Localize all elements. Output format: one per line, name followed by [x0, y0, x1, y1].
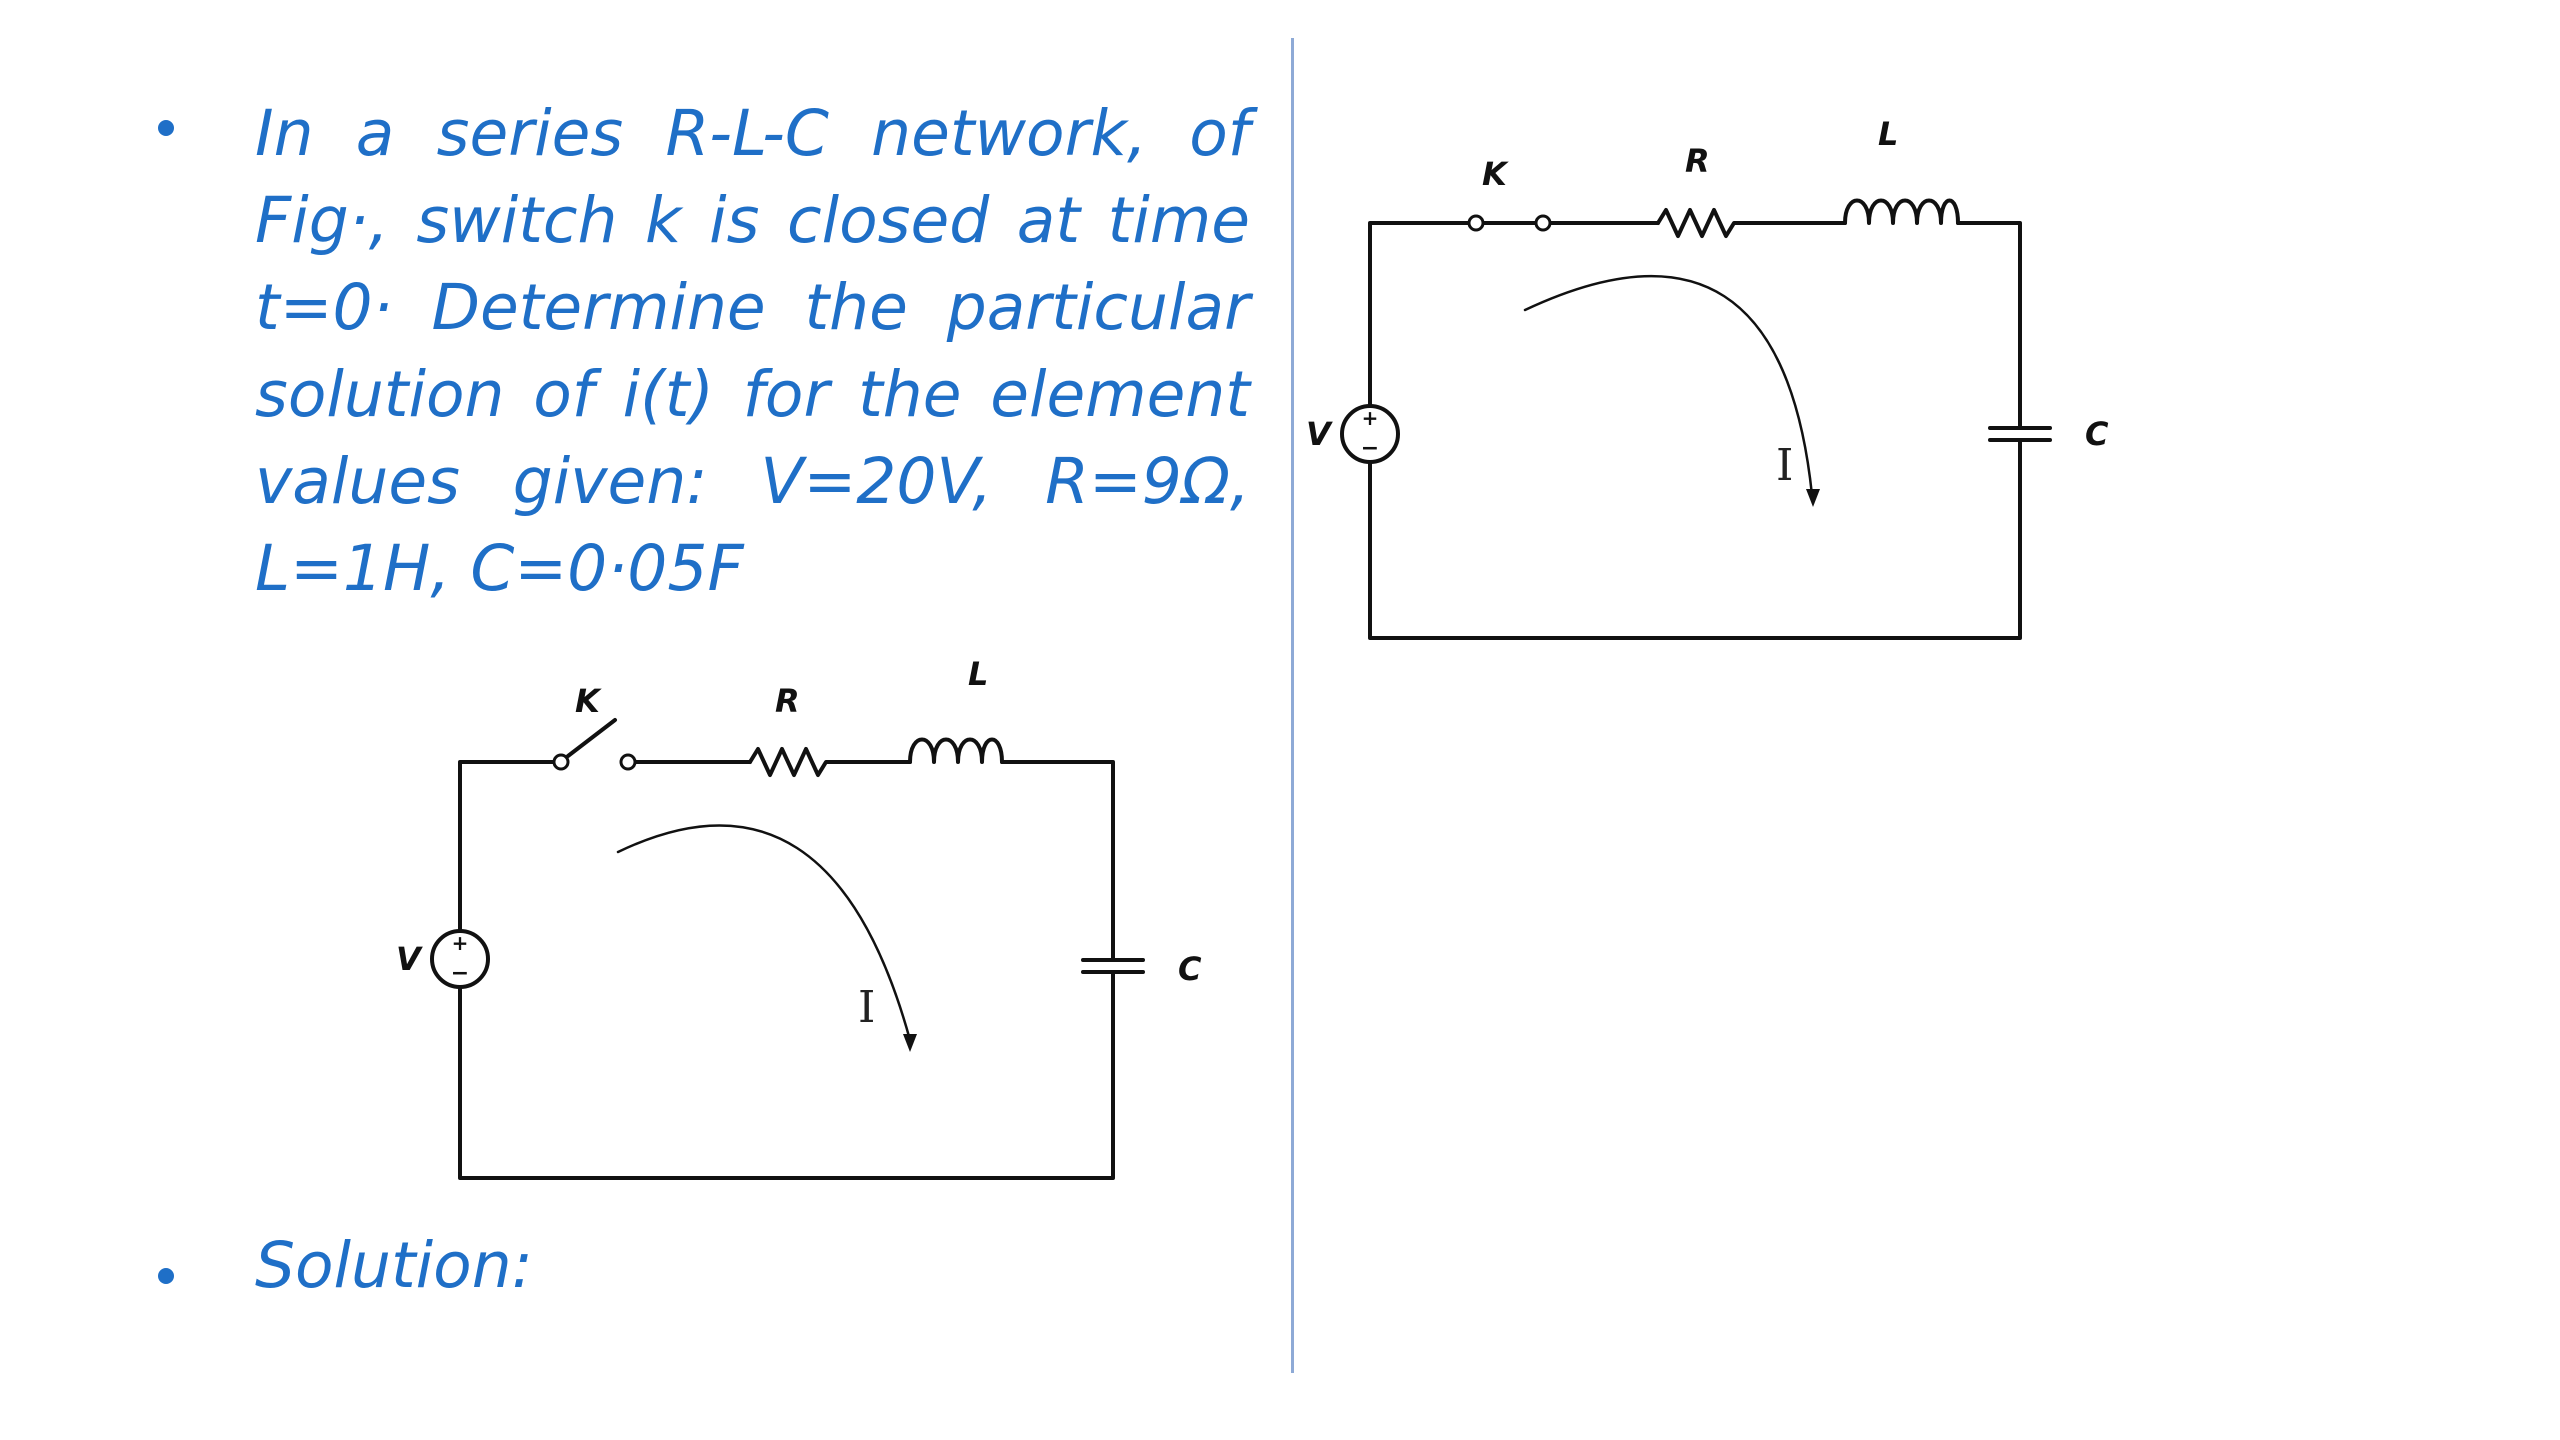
voltage-source	[1340, 404, 1400, 464]
label-source: V	[396, 940, 423, 978]
resistor-zigzag	[1656, 208, 1847, 238]
switch-contact-right	[1534, 214, 1552, 232]
source-plus: +	[1362, 406, 1379, 430]
label-resistor: R	[775, 682, 800, 720]
label-switch: K	[1482, 155, 1509, 193]
label-inductor: L	[1878, 115, 1898, 153]
wire-left-top	[1368, 221, 1478, 407]
label-resistor: R	[1685, 142, 1710, 180]
current-arrowhead	[1806, 489, 1820, 507]
bullet-problem	[158, 120, 174, 136]
inductor-coil	[1843, 198, 1960, 225]
source-minus: −	[451, 961, 469, 986]
label-source: V	[1306, 415, 1333, 453]
source-plus: +	[452, 931, 469, 955]
label-capacitor: C	[2085, 415, 2109, 453]
current-arrow	[1523, 275, 1814, 497]
switch-contact-right	[619, 753, 637, 771]
bullet-solution	[158, 1268, 174, 1284]
switch-blade	[566, 718, 617, 758]
circuit-diagram-open-switch: + − K R L V C I	[396, 655, 1202, 1180]
wire-left-top	[458, 760, 563, 932]
current-arrow	[616, 824, 912, 1042]
wire-right-lower	[458, 970, 1115, 1180]
wire-right-lower	[1368, 438, 2022, 640]
inductor-coil	[908, 737, 1004, 764]
circuit-diagram-closed-switch: + − K R L V C I	[1306, 115, 2109, 640]
switch-contact-left	[552, 753, 570, 771]
source-minus: −	[1361, 436, 1379, 461]
wire-right	[1000, 760, 1115, 962]
label-current: I	[1776, 440, 1793, 491]
resistor-zigzag	[748, 747, 912, 777]
voltage-source	[430, 929, 490, 989]
label-current: I	[858, 982, 875, 1033]
solution-label: Solution:	[255, 1229, 533, 1302]
current-arrowhead	[903, 1034, 917, 1052]
column-divider	[1291, 38, 1294, 1373]
label-capacitor: C	[1178, 950, 1202, 988]
label-inductor: L	[968, 655, 988, 693]
problem-statement: In a series R-L-C network, of Fig·, swit…	[255, 97, 1250, 605]
wire-right	[1956, 221, 2022, 430]
switch-contact-left	[1467, 214, 1485, 232]
label-switch: K	[575, 682, 602, 720]
